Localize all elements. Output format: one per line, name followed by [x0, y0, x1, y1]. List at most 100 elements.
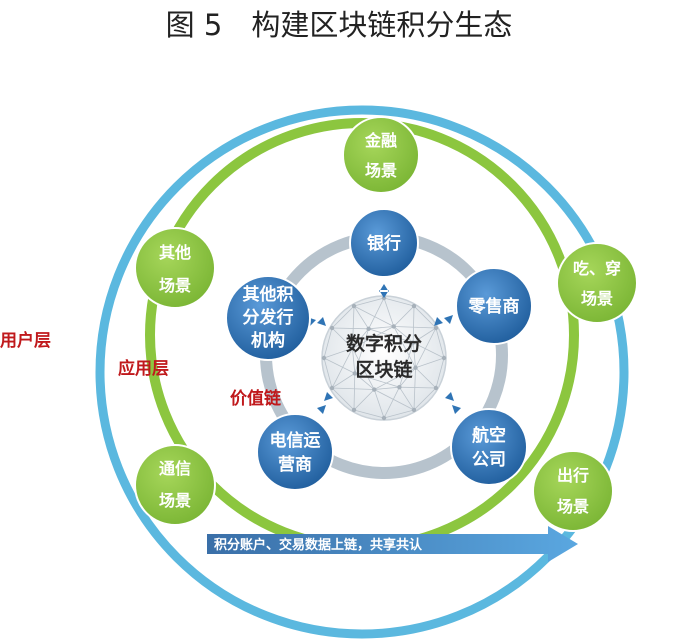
scene-finance-line1: 金融	[364, 131, 397, 150]
mesh-line	[353, 297, 385, 307]
mesh-line	[353, 409, 385, 419]
mesh-line	[412, 342, 416, 368]
mesh-node	[411, 303, 417, 309]
institution-bank: 银行	[349, 208, 419, 278]
mesh-line	[393, 326, 436, 329]
mesh-line	[399, 367, 416, 388]
institution-telecom-line2: 营商	[278, 454, 312, 475]
center-line2: 区块链	[355, 358, 412, 381]
mesh-line	[353, 305, 394, 327]
layer-value-chain-label: 价值链	[230, 388, 282, 409]
mesh-line	[412, 327, 437, 343]
mesh-line	[352, 348, 375, 390]
mesh-line	[331, 305, 355, 329]
scene-telecom-line2: 场景	[159, 491, 191, 510]
institution-retailer-label: 零售商	[468, 296, 520, 317]
page-title: 图 5 构建区块链积分生态	[166, 8, 513, 42]
mesh-line	[323, 357, 333, 389]
scene-other-line2: 场景	[159, 276, 191, 295]
mesh-node	[391, 324, 396, 329]
mesh-lines	[321, 295, 447, 421]
mesh-line	[393, 305, 415, 327]
mesh-line	[412, 306, 415, 343]
institution-other-line2: 分发行	[243, 307, 294, 328]
arrow-retail	[434, 315, 453, 326]
center-line1: 数字积分	[346, 332, 422, 355]
mesh-line	[354, 328, 369, 374]
mesh-line	[368, 328, 414, 343]
institution-retailer: 零售商	[455, 267, 533, 345]
mesh-line	[352, 328, 369, 349]
mesh-line	[352, 306, 355, 349]
mesh-line	[353, 305, 369, 330]
scene-finance-line2: 场景	[365, 161, 397, 180]
mesh-line	[331, 373, 356, 389]
bottom-arrow-shape	[207, 526, 578, 562]
scene-travel: 出行 场景	[532, 450, 614, 532]
mesh-node	[352, 371, 358, 376]
mesh-node	[410, 340, 416, 345]
mesh-node	[351, 303, 357, 309]
layer-user-label: 用户层	[0, 330, 51, 351]
mesh-line	[383, 387, 400, 419]
arrow-other-issuer	[307, 317, 326, 326]
mesh-line	[383, 297, 395, 327]
institution-bank-label: 银行	[367, 233, 401, 254]
institution-telecom: 电信运 营商	[256, 413, 334, 491]
mesh-line	[368, 297, 385, 329]
mesh-node	[433, 385, 439, 391]
institution-airline: 航空 公司	[450, 408, 528, 486]
mesh-line	[399, 386, 436, 389]
arrow-bank	[379, 284, 389, 298]
institution-other-issuer: 其他积 分发行 机构	[225, 275, 311, 361]
mesh-line	[353, 389, 375, 411]
mesh-line	[354, 373, 400, 388]
mesh-node	[351, 407, 357, 413]
scene-other-line1: 其他	[159, 243, 191, 262]
mesh-line	[415, 357, 445, 369]
arrow-airline	[445, 392, 461, 414]
mesh-line	[331, 348, 353, 389]
mesh-node	[321, 355, 327, 361]
mesh-line	[374, 386, 400, 390]
scene-food-line2: 场景	[581, 289, 613, 308]
mesh-node	[433, 325, 439, 331]
scene-travel-line2: 场景	[557, 497, 589, 516]
scene-telecom-line1: 通信	[159, 459, 191, 478]
center-sphere	[321, 295, 447, 421]
mesh-line	[383, 409, 415, 419]
connector-arrows	[307, 284, 461, 414]
mesh-line	[374, 367, 416, 390]
mesh-node	[329, 385, 335, 391]
mesh-line	[331, 387, 355, 411]
institution-airline-line1: 航空	[472, 425, 506, 446]
mesh-line	[352, 348, 356, 374]
mesh-line	[415, 327, 437, 368]
institution-airline-line2: 公司	[472, 450, 506, 470]
mesh-line	[353, 373, 356, 410]
mesh-node	[411, 407, 417, 413]
mesh-line	[323, 327, 333, 359]
layer-application-label: 应用层	[118, 358, 169, 379]
mesh-line	[399, 342, 414, 388]
mesh-line	[413, 367, 416, 410]
mesh-line	[413, 305, 437, 329]
scene-food-line1: 吃、穿	[573, 259, 621, 278]
mesh-line	[435, 327, 445, 359]
scene-food-clothing: 吃、穿 场景	[556, 242, 638, 324]
institution-telecom-line1: 电信运	[270, 430, 321, 451]
mesh-line	[368, 326, 394, 330]
mesh-node	[329, 325, 335, 331]
mesh-line	[354, 373, 375, 390]
mesh-node	[381, 415, 387, 421]
mesh-line	[332, 387, 375, 390]
mesh-line	[415, 367, 437, 389]
mesh-node	[350, 346, 355, 351]
mesh-line	[413, 387, 437, 411]
mesh-line	[399, 386, 415, 411]
institution-other-line1: 其他积	[243, 284, 294, 305]
mesh-node	[372, 387, 377, 392]
scene-travel-line1: 出行	[557, 466, 589, 485]
bottom-arrow-text: 积分账户、交易数据上链，共享共认	[214, 537, 423, 553]
mesh-line	[393, 326, 416, 368]
